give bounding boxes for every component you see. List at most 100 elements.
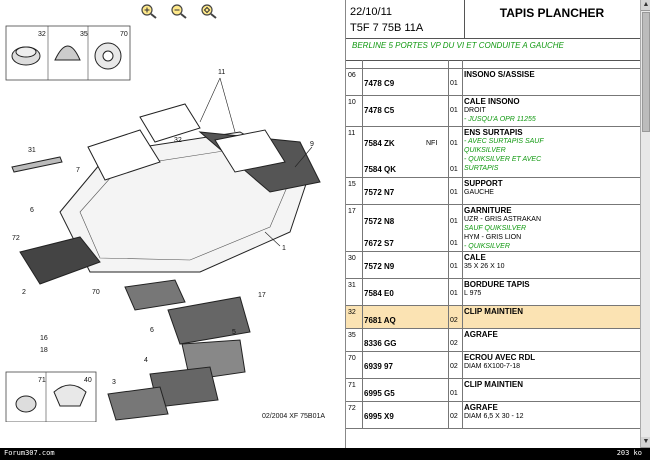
row-quantity: 02 — [450, 363, 458, 370]
vehicle-subtitle: BERLINE 5 PORTES VP DU VI ET CONDUITE A … — [346, 38, 640, 61]
row-reference: 6939 97 — [364, 362, 393, 371]
callout-17: 17 — [258, 292, 266, 299]
row-position: 17 — [348, 208, 356, 215]
row-condition: SURTAPIS — [464, 165, 499, 172]
callout-6-upper: 6 — [30, 207, 34, 214]
callout-16: 16 — [40, 335, 48, 342]
row-quantity: 01 — [450, 290, 458, 297]
row-position: 30 — [348, 255, 356, 262]
row-quantity: 02 — [450, 413, 458, 420]
callout-72: 72 — [12, 235, 20, 242]
page-title: TAPIS PLANCHER — [499, 6, 605, 20]
row-designation: AGRAFE — [464, 330, 498, 339]
callout-6: 6 — [150, 327, 154, 334]
row-reference: 6995 X9 — [364, 412, 394, 421]
callout-70: 70 — [92, 289, 100, 296]
callout-7: 7 — [76, 167, 80, 174]
row-reference: 7584 ZK — [364, 139, 395, 148]
row-reference-2: 7584 QK — [364, 165, 397, 174]
row-designation: AGRAFE — [464, 403, 498, 412]
row-detail: GAUCHE — [464, 189, 494, 196]
row-detail: 35 X 26 X 10 — [464, 263, 505, 270]
callout-9: 9 — [310, 141, 314, 148]
scroll-down-icon[interactable]: ▼ — [641, 437, 650, 448]
row-condition: - JUSQU'A OPR 11255 — [464, 116, 536, 123]
diagram-panel: 32 35 70 71 40 11 32 31 9 — [5, 0, 346, 448]
callout-5: 5 — [232, 329, 236, 336]
row-reference-2: 7672 S7 — [364, 239, 394, 248]
row-designation: CALE INSONO — [464, 97, 520, 106]
row-reference: 7572 N7 — [364, 188, 395, 197]
table-row[interactable] — [346, 60, 640, 69]
row-detail: DIAM 6,5 X 30 - 12 — [464, 413, 524, 420]
row-position: 35 — [348, 332, 356, 339]
parts-list-panel: 22/10/11 T5F 7 75B 11A TAPIS PLANCHER BE… — [346, 0, 640, 448]
table-row[interactable]: 32 7681 AQ 02 CLIP MAINTIEN — [346, 306, 640, 329]
callout-18: 18 — [40, 347, 48, 354]
callout-40-inset: 40 — [84, 377, 92, 384]
callout-31: 31 — [28, 147, 36, 154]
row-reference: 8336 GG — [364, 339, 397, 348]
row-reference: 6995 G5 — [364, 389, 395, 398]
row-designation: GARNITURE — [464, 206, 512, 215]
row-designation: INSONO S/ASSISE — [464, 70, 535, 79]
row-designation: CLIP MAINTIEN — [464, 307, 523, 316]
row-detail-2: HYM - GRIS LION — [464, 234, 522, 241]
callout-32: 32 — [174, 137, 182, 144]
row-quantity: 01 — [450, 189, 458, 196]
row-position: 10 — [348, 99, 356, 106]
row-position: 70 — [348, 355, 356, 362]
parts-exploded-diagram: 32 35 70 71 40 11 32 31 9 — [5, 25, 321, 422]
zoom-out-icon[interactable] — [170, 3, 188, 19]
row-reference: 7681 AQ — [364, 316, 396, 325]
row-condition: - AVEC SURTAPIS SAUF — [464, 138, 544, 145]
row-position: 71 — [348, 382, 356, 389]
zoom-in-icon[interactable] — [140, 3, 158, 19]
row-position: 32 — [348, 309, 356, 316]
row-position: 15 — [348, 181, 356, 188]
row-designation: CALE — [464, 253, 486, 262]
row-quantity: 01 — [450, 80, 458, 87]
row-position: 06 — [348, 72, 356, 79]
zoom-toolbar — [140, 3, 218, 19]
row-position: 31 — [348, 282, 356, 289]
row-condition: SAUF QUIKSILVER — [464, 225, 527, 232]
row-quantity: 01 — [450, 263, 458, 270]
row-position: 72 — [348, 405, 356, 412]
zoom-fit-icon[interactable] — [200, 3, 218, 19]
callout-35-inset: 35 — [80, 31, 88, 38]
scroll-thumb[interactable] — [642, 12, 650, 132]
row-detail: L 975 — [464, 290, 482, 297]
row-reference: 7572 N9 — [364, 262, 395, 271]
row-reference: 7584 E0 — [364, 289, 394, 298]
row-reference: 7572 N8 — [364, 217, 395, 226]
parts-list-header: 22/10/11 T5F 7 75B 11A TAPIS PLANCHER — [346, 0, 640, 39]
scroll-up-icon[interactable]: ▲ — [641, 0, 650, 11]
row-detail: UZR - GRIS ASTRAKAN — [464, 216, 542, 223]
row-position: 11 — [348, 130, 356, 137]
diagram-reference: 02/2004 XF 75B01A — [262, 413, 326, 420]
row-quantity: 02 — [450, 317, 458, 324]
row-detail: DROIT — [464, 107, 486, 114]
callout-2: 2 — [22, 289, 26, 296]
header-date: 22/10/11 — [350, 6, 393, 18]
site-name: Forum307.com — [4, 449, 55, 457]
callout-3: 3 — [112, 379, 116, 386]
row-quantity-2: 01 — [450, 240, 458, 247]
vertical-scrollbar[interactable]: ▲ ▼ — [640, 0, 650, 448]
row-condition: - QUIKSILVER — [464, 243, 510, 250]
row-condition: - QUIKSILVER ET AVEC — [464, 156, 542, 163]
row-designation: BORDURE TAPIS — [464, 280, 530, 289]
